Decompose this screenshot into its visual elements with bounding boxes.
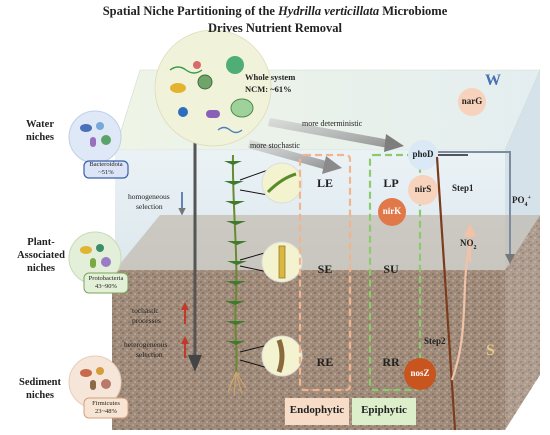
no2-label: NO2 bbox=[460, 238, 477, 251]
plant-microbes-icon bbox=[80, 244, 111, 268]
endophytic-label-bg bbox=[285, 398, 349, 425]
water-zone-label: W bbox=[485, 72, 501, 89]
sediment-zone-label: S bbox=[486, 342, 495, 359]
whole-system-label: Whole system bbox=[245, 72, 296, 82]
diagram-subtitle: Drives Nutrient Removal bbox=[208, 21, 342, 35]
po4-label: PO4+ bbox=[512, 195, 531, 208]
RR-label: RR bbox=[382, 355, 400, 369]
step2-label: Step2 bbox=[424, 336, 446, 346]
SU-label: SU bbox=[383, 262, 399, 276]
nirS-circle bbox=[408, 175, 438, 205]
water-microbes-icon bbox=[80, 122, 111, 147]
deterministic-arrow bbox=[268, 118, 390, 148]
SE-label: SE bbox=[317, 262, 333, 276]
whole-system-microbes-icon bbox=[169, 56, 254, 134]
endophytic-box bbox=[298, 153, 352, 392]
phoD-label: phoD bbox=[412, 149, 434, 159]
leaf-zoom-circle bbox=[261, 162, 303, 204]
hydrilla-plant-icon bbox=[224, 154, 247, 397]
LP-label: LP bbox=[383, 176, 399, 190]
sediment-top bbox=[115, 215, 540, 270]
nirS-label: nirS bbox=[414, 184, 432, 194]
diagram-title: Spatial Niche Partitioning of the Hydril… bbox=[102, 4, 448, 18]
RE-label: RE bbox=[316, 355, 334, 369]
no2-arrow-line bbox=[450, 239, 472, 381]
narG-label: narG bbox=[461, 96, 483, 106]
narG-circle bbox=[458, 88, 486, 116]
water-taxon-label: Bacteroidota~51% bbox=[89, 161, 123, 176]
sediment-microbes-icon bbox=[80, 367, 111, 390]
nirK-label: nirK bbox=[382, 206, 402, 216]
epiphytic-label: Epiphytic bbox=[361, 404, 407, 416]
epiphytic-label-bg bbox=[352, 398, 416, 425]
po4-arrow-line bbox=[438, 151, 515, 264]
nosZ-circle bbox=[404, 358, 436, 390]
phoD-circle bbox=[408, 140, 438, 170]
ncm-label: NCM: ~61% bbox=[245, 84, 292, 94]
nirK-circle bbox=[378, 198, 406, 226]
sediment-niche-pill bbox=[83, 397, 129, 419]
more-deterministic-label: more deterministic bbox=[302, 119, 363, 128]
LE-label: LE bbox=[316, 176, 333, 190]
sediment-side bbox=[505, 215, 540, 430]
more-stochastic-label: more stochastic bbox=[250, 141, 300, 150]
stochastic-arrow bbox=[248, 140, 330, 170]
endophytic-label: Endophytic bbox=[289, 404, 345, 416]
down-arrow-head bbox=[188, 355, 202, 372]
step1-label: Step1 bbox=[452, 183, 474, 193]
nosZ-label: nosZ bbox=[410, 368, 430, 378]
water-niche-circle bbox=[68, 110, 122, 164]
epiphytic-box bbox=[368, 153, 422, 392]
water-niche-pill bbox=[83, 160, 129, 179]
plant-niche-pill bbox=[83, 272, 129, 294]
